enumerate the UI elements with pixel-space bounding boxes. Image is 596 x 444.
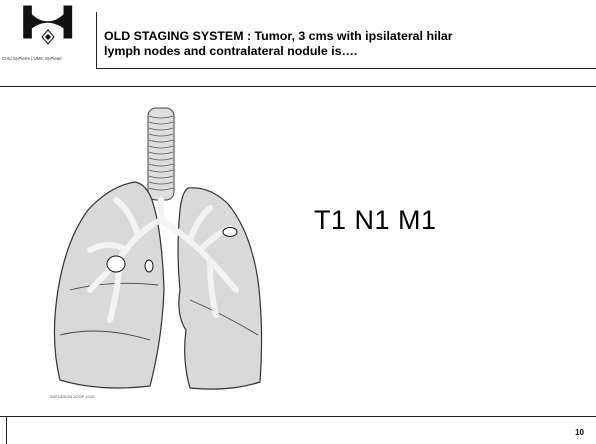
footer-divider (0, 416, 596, 417)
footer-divider-left (6, 416, 7, 444)
left-lung (178, 188, 262, 389)
lungs-illustration: SAFUDSON JOOP 1000 (40, 100, 280, 405)
hospital-logo (4, 4, 92, 64)
contralateral-nodule (223, 228, 237, 237)
hilar-lymph-node (145, 260, 153, 272)
title-line-1: OLD STAGING SYSTEM : Tumor, 3 cms with i… (104, 29, 574, 44)
logo-icon (4, 4, 92, 58)
title-underline (0, 86, 596, 87)
title-line-2: lymph nodes and contralateral nodule is…… (104, 44, 574, 59)
staging-result: T1 N1 M1 (314, 205, 437, 236)
header-divider (96, 68, 596, 69)
primary-tumor (107, 256, 125, 272)
illustration-caption: SAFUDSON JOOP 1000 (50, 394, 95, 399)
slide-title: OLD STAGING SYSTEM : Tumor, 3 cms with i… (104, 29, 574, 59)
right-lung (54, 182, 164, 388)
page-number: 10 (575, 428, 584, 437)
header-divider-vertical (96, 12, 97, 68)
logo-caption: CHU St-Pierre | UMC St-Pieter (2, 56, 98, 61)
trachea (148, 108, 174, 200)
